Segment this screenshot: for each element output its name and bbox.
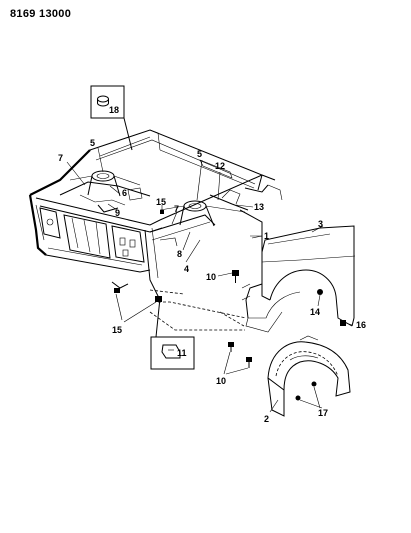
callout-5-right: 5 (197, 149, 202, 159)
callout-8: 8 (177, 249, 182, 259)
callout-14: 14 (310, 307, 320, 317)
callout-5-left: 5 (90, 138, 95, 148)
callout-3: 3 (318, 219, 323, 229)
callout-16: 16 (356, 320, 366, 330)
callout-9: 9 (115, 208, 120, 218)
callout-10-lower: 10 (216, 376, 226, 386)
callout-17: 17 (318, 408, 328, 418)
callout-labels: 18 5 7 6 9 5 12 13 15 7 8 4 1 10 3 15 14… (58, 105, 366, 424)
left-strut-tower (59, 170, 151, 213)
callout-1: 1 (264, 231, 269, 241)
callout-13: 13 (254, 202, 264, 212)
splash-shield (267, 335, 351, 417)
callout-7-right: 7 (174, 204, 179, 214)
radiator-support (28, 149, 263, 301)
callout-2: 2 (264, 414, 269, 424)
callout-11: 11 (177, 348, 187, 358)
callout-15-lower: 15 (112, 325, 122, 335)
callout-18: 18 (109, 105, 119, 115)
callout-6: 6 (122, 188, 127, 198)
cowl-panel (89, 129, 283, 201)
leader-lines (66, 147, 353, 413)
inset-detail-18 (90, 85, 133, 151)
underbody-outline (149, 289, 247, 331)
callout-10-upper: 10 (206, 272, 216, 282)
callout-7-left: 7 (58, 153, 63, 163)
inset-detail-11 (150, 297, 195, 370)
callout-4: 4 (184, 264, 189, 274)
callout-12: 12 (215, 161, 225, 171)
fasteners (114, 210, 346, 401)
callout-15-upper: 15 (156, 197, 166, 207)
drawing-code: 8169 13000 (10, 8, 72, 20)
front-fender (241, 225, 356, 333)
